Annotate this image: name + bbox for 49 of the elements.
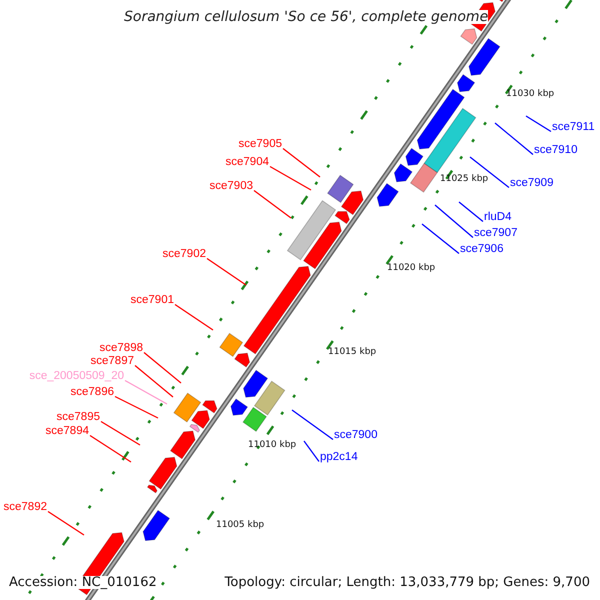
leader-line	[254, 190, 292, 218]
leader-line	[134, 365, 174, 398]
gene-label: sce7906	[460, 244, 504, 256]
tick-label: 11015 kbp	[328, 348, 376, 357]
gene-label: sce7894	[46, 426, 89, 438]
leader-line	[48, 511, 84, 536]
gene-label: sce7901	[130, 295, 174, 306]
tick-label: 11020 kbp	[387, 264, 436, 273]
leader-line	[144, 352, 182, 384]
map-title: Sorangium cellulosum 'So ce 56', complete genome	[124, 10, 488, 24]
gene-label: sce7904	[226, 157, 269, 168]
gene-label: sce7898	[100, 343, 143, 354]
leader-line	[124, 380, 168, 405]
tick-label: 11030 kbp	[506, 90, 554, 99]
gene-label: rluD4	[484, 212, 512, 224]
gene-label: sce7895	[56, 412, 100, 424]
leader-line	[270, 166, 312, 191]
gene-label: sce7897	[90, 356, 134, 368]
tick-label: 11005 kbp	[216, 521, 264, 530]
leader-line	[470, 156, 510, 188]
gene-label: pp2c14	[320, 452, 358, 464]
leader-line	[422, 224, 460, 254]
leader-line	[434, 204, 474, 238]
accession-text: Accession: NC_010162	[9, 576, 157, 589]
leader-line	[526, 116, 552, 132]
leader-line	[174, 304, 214, 330]
tick-label: 11025 kbp	[440, 175, 488, 184]
gene-label: sce7902	[162, 249, 206, 260]
leader-line	[494, 122, 534, 155]
leader-line	[114, 396, 158, 419]
leader-line	[100, 420, 140, 446]
leader-line	[206, 258, 246, 286]
leader-line	[90, 435, 132, 462]
leader-line	[282, 148, 320, 178]
gene-label: sce7905	[238, 139, 282, 150]
gene-label: sce7896	[70, 387, 114, 398]
gene-label: sce7892	[4, 502, 47, 514]
gene-label: sce7900	[334, 430, 378, 442]
leader-line	[458, 202, 484, 222]
genome-stats-text: Topology: circular; Length: 13,033,779 bp; Genes: 9,700	[224, 576, 590, 589]
gene-label: sce7909	[510, 178, 554, 190]
gene-label: sce_20050509_20	[29, 371, 124, 382]
gene-label: sce7907	[474, 228, 518, 240]
gene-label: sce7910	[534, 145, 578, 156]
leader-line	[304, 440, 320, 462]
leader-line	[292, 410, 334, 440]
tick-label: 11010 kbp	[248, 441, 296, 450]
gene-label: sce7903	[210, 181, 253, 192]
gene-label: sce7911	[552, 122, 595, 134]
